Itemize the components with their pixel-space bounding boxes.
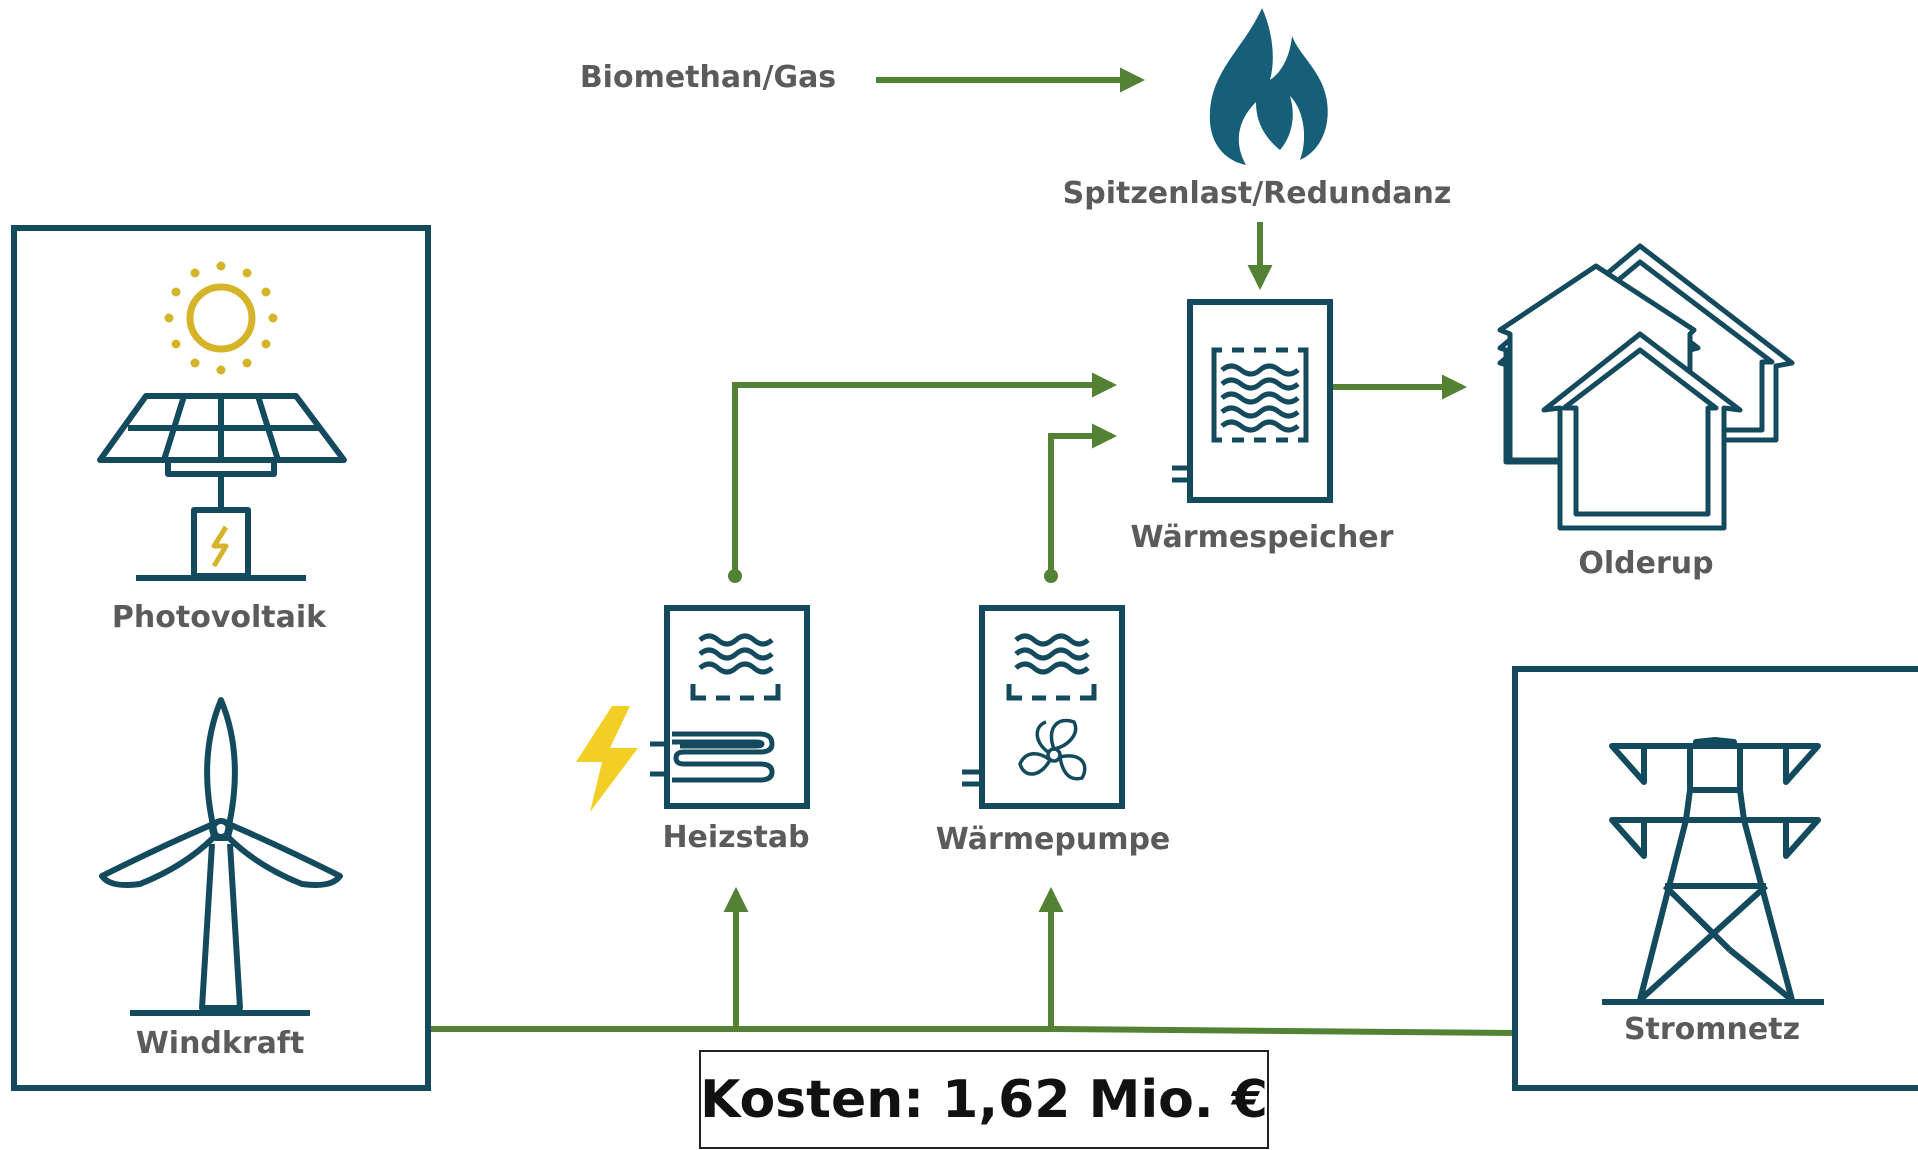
heizstab-label: Heizstab	[662, 820, 810, 855]
waermepumpe-label: Wärmepumpe	[935, 822, 1171, 857]
cost-box: Kosten: 1,62 Mio. €	[699, 1050, 1269, 1149]
renewables-box	[11, 225, 431, 1091]
flame-icon	[1209, 8, 1328, 165]
waermepumpe-icon	[962, 605, 1125, 809]
waermepumpe-connector-dot	[1044, 569, 1058, 583]
waermespeicher-icon	[1172, 299, 1333, 503]
stromnetz-label: Stromnetz	[1623, 1012, 1801, 1047]
wind-turbine-icon	[99, 697, 343, 1016]
pv-bolt-icon	[211, 525, 229, 568]
heizstab-connector-dot	[728, 569, 742, 583]
windkraft-label: Windkraft	[135, 1026, 305, 1061]
flow-lines	[428, 67, 1516, 1036]
lightning-bolt-icon	[576, 706, 638, 812]
biomethan-label: Biomethan/Gas	[579, 60, 837, 95]
fan-icon	[1018, 718, 1087, 781]
waermepumpe-to-speicher-arrow	[1048, 423, 1118, 576]
power-pylon-icon	[1602, 737, 1824, 1005]
waermespeicher-label: Wärmespeicher	[1130, 520, 1394, 555]
solar-panel-icon	[97, 393, 347, 581]
cost-text: Kosten: 1,62 Mio. €	[700, 1069, 1268, 1130]
sun-icon	[164, 261, 278, 375]
power-bus-line	[428, 1026, 1516, 1036]
olderup-label: Olderup	[1578, 546, 1714, 581]
houses-icon	[1497, 243, 1795, 531]
heizstab-to-speicher-arrow	[732, 372, 1118, 576]
stromnetz-box	[1512, 666, 1918, 1091]
heizstab-icon	[650, 605, 810, 809]
photovoltaik-label: Photovoltaik	[111, 600, 327, 635]
spitzenlast-label: Spitzenlast/Redundanz	[1062, 176, 1452, 211]
